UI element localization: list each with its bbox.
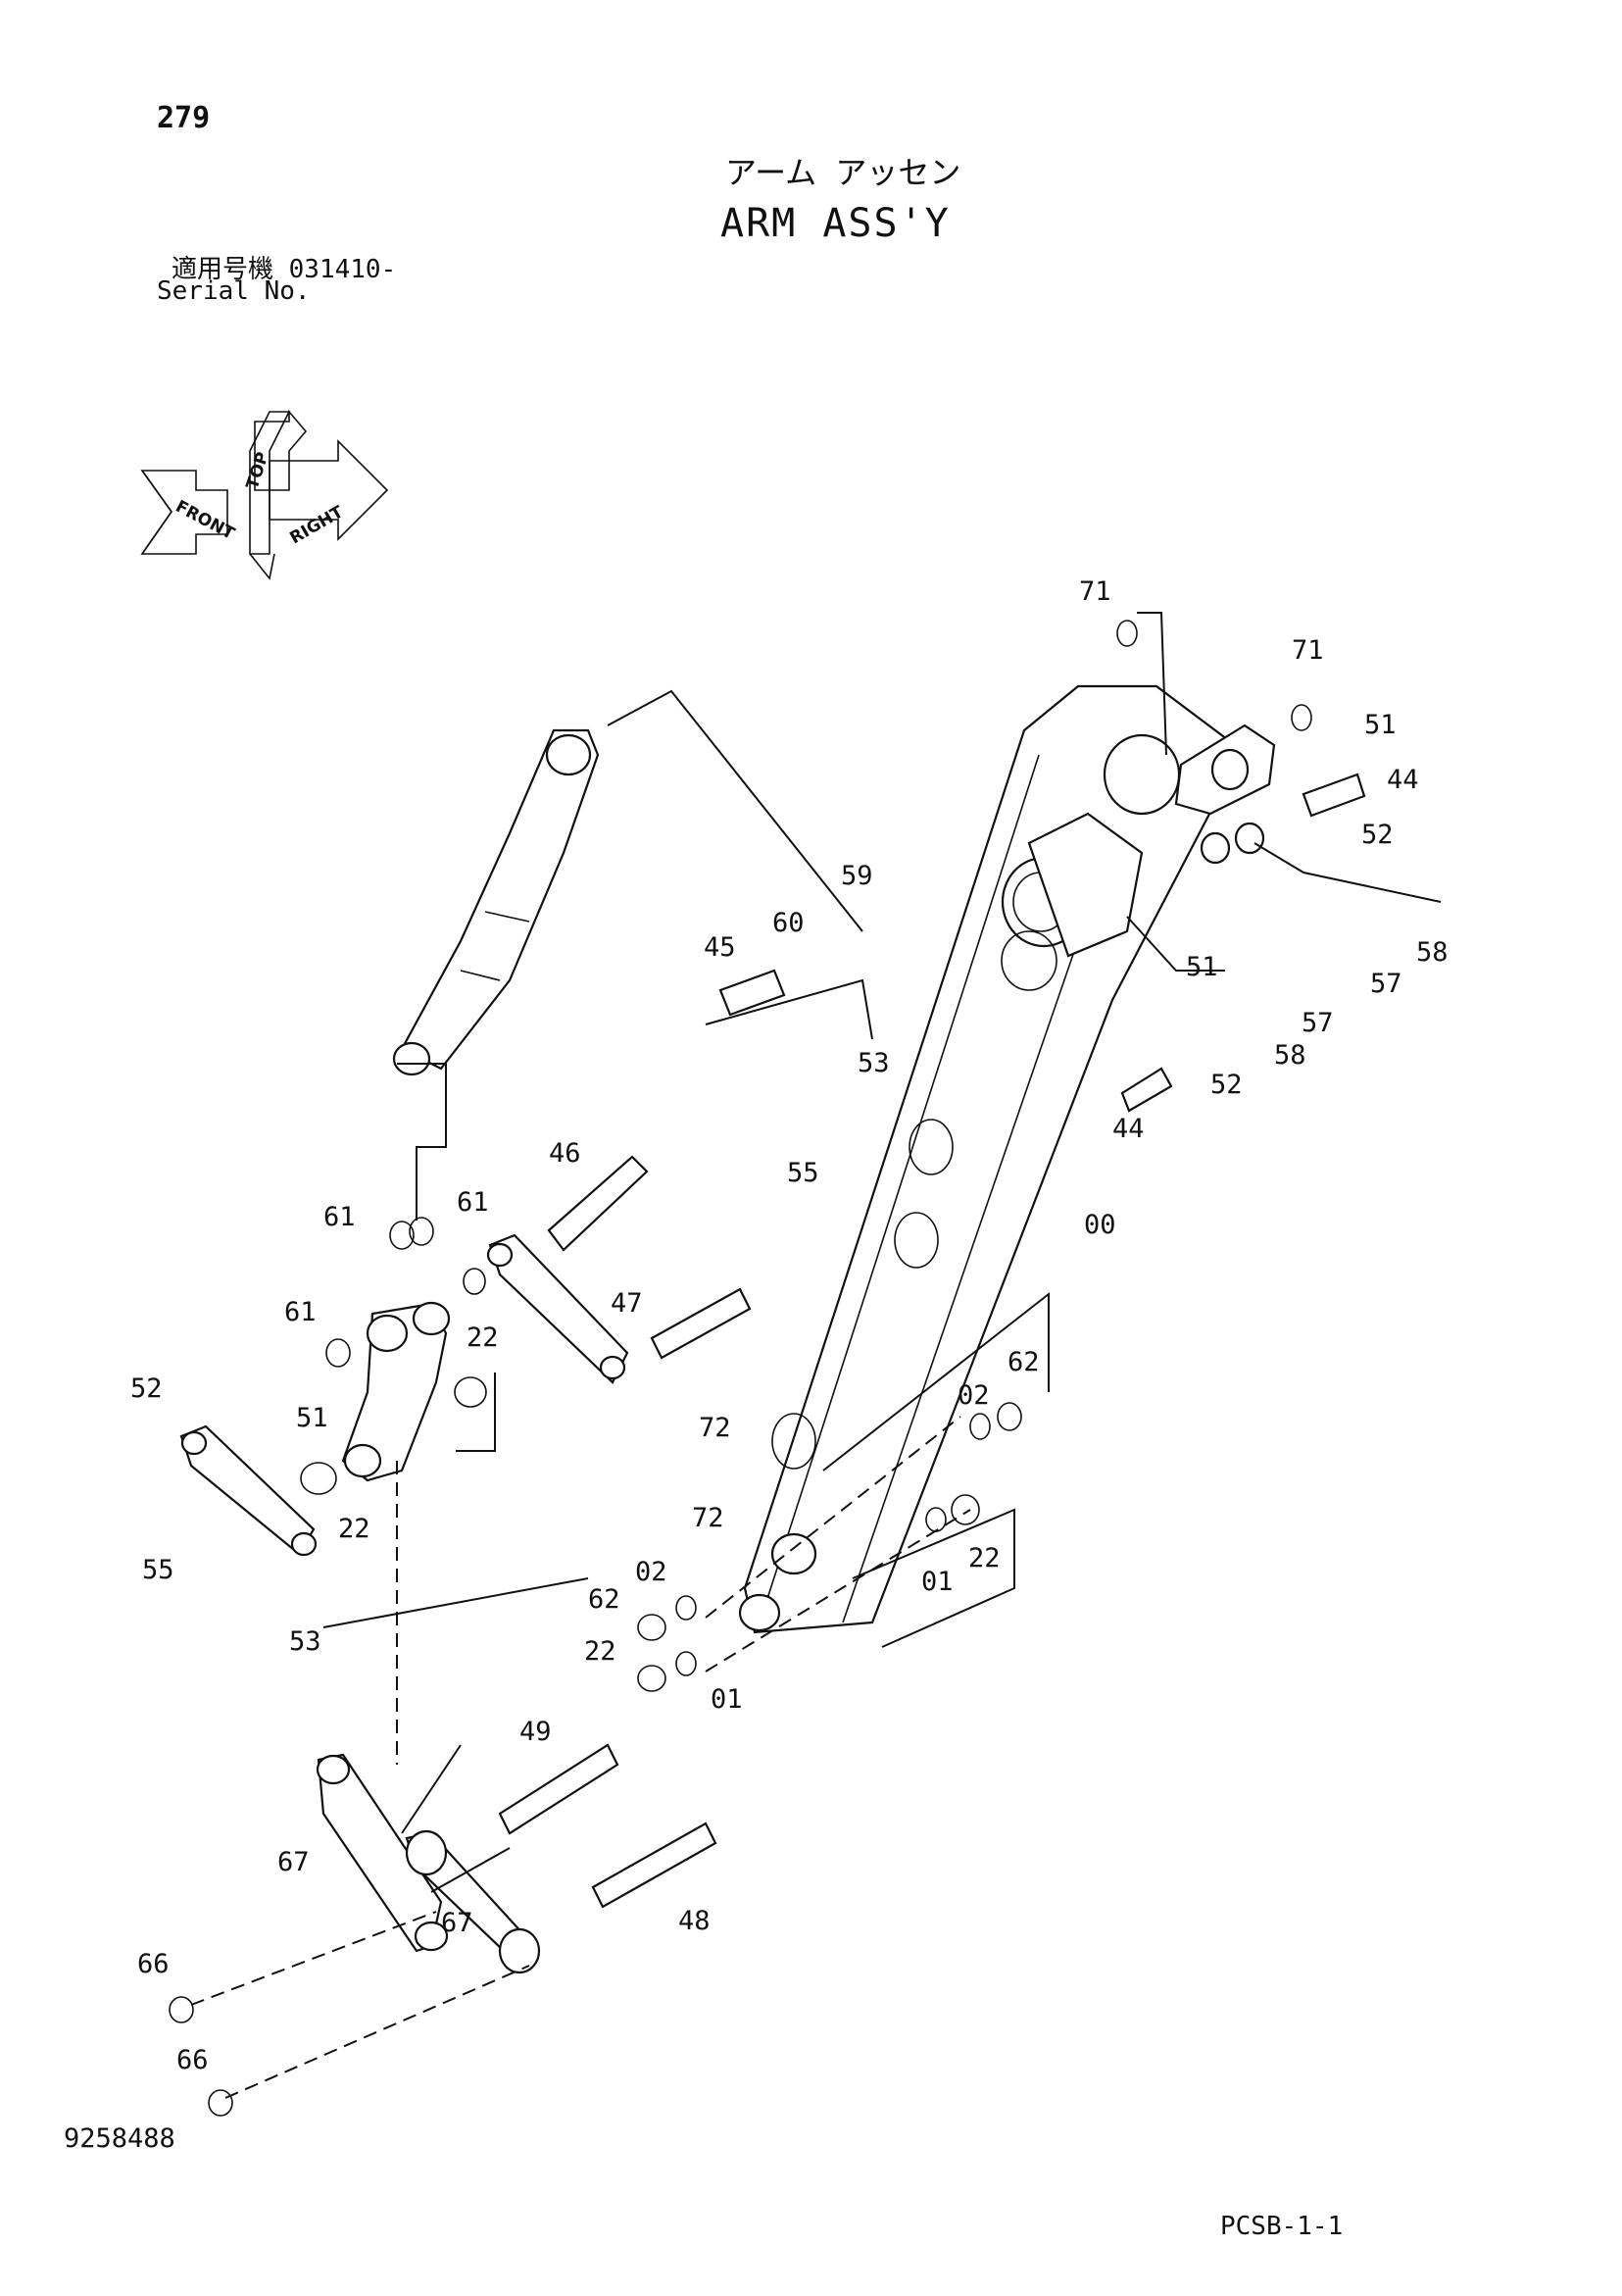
- callout-label: 58: [1274, 1040, 1306, 1071]
- callout-label: 52: [1361, 820, 1394, 850]
- callout-label: 61: [284, 1297, 317, 1327]
- callout-label: 00: [1084, 1210, 1116, 1240]
- callout-label: 55: [787, 1158, 819, 1188]
- compass-top-label: TOP: [243, 450, 273, 492]
- arm-boss: [1103, 733, 1181, 816]
- pin-44-mid: [1120, 1067, 1173, 1113]
- pin-48: [591, 1822, 717, 1909]
- pins: [498, 773, 1366, 1909]
- rings: [169, 620, 1312, 2117]
- pin-44-top: [1302, 773, 1366, 818]
- callout-label: 72: [692, 1503, 724, 1533]
- page-title: ARM ASS'Y: [720, 201, 951, 246]
- callout-label: 66: [137, 1949, 170, 1979]
- pin-45: [718, 969, 786, 1017]
- callout-label: 62: [588, 1584, 620, 1615]
- callout-label: 62: [1008, 1347, 1040, 1377]
- pin-49: [498, 1743, 619, 1835]
- hydraulic-cylinder: [392, 728, 600, 1076]
- callout-label: 61: [457, 1187, 489, 1218]
- left-linkage: [179, 1233, 629, 1557]
- callout-label: 55: [142, 1555, 174, 1585]
- document-number: 9258488: [64, 2123, 175, 2154]
- title-japanese: アーム アッセン: [725, 154, 961, 191]
- callout-label: 22: [467, 1323, 499, 1353]
- callout-label: 02: [958, 1380, 990, 1411]
- callout-label: 51: [1364, 710, 1397, 740]
- callout-label: 02: [635, 1557, 667, 1587]
- leader-lines: [190, 612, 1442, 2099]
- callout-label: 57: [1302, 1008, 1334, 1038]
- callout-label: 49: [519, 1717, 552, 1747]
- callout-label: 45: [704, 932, 736, 963]
- callout-label: 53: [289, 1626, 321, 1657]
- callout-label: 61: [323, 1202, 356, 1232]
- callout-label: 44: [1112, 1114, 1145, 1144]
- callout-label: 71: [1292, 635, 1324, 666]
- callout-label: 52: [1210, 1070, 1243, 1100]
- callout-label: 22: [584, 1636, 616, 1667]
- callout-label: 51: [296, 1403, 328, 1433]
- bottom-linkage: [316, 1753, 541, 1974]
- callout-label: 46: [549, 1138, 581, 1169]
- page-code: PCSB-1-1: [1220, 2212, 1344, 2241]
- callout-label: 53: [858, 1048, 890, 1078]
- callout-label: 51: [1186, 952, 1218, 982]
- page-number: 279: [157, 101, 211, 135]
- orientation-compass: FRONT TOP RIGHT: [140, 409, 389, 580]
- callout-label: 58: [1416, 937, 1449, 968]
- arm-body: [738, 684, 1276, 1634]
- pin-46: [547, 1155, 649, 1252]
- callout-label: 66: [176, 2045, 209, 2075]
- callout-label: 59: [841, 861, 873, 891]
- callout-labels: 71 71 51 44 52 59 60 45 53 58 57 51 57 5…: [130, 576, 1449, 2075]
- callout-label: 22: [338, 1514, 370, 1544]
- callout-label: 52: [130, 1373, 163, 1404]
- callout-label: 01: [711, 1684, 743, 1715]
- serial-label: Serial No.: [157, 276, 311, 306]
- callout-label: 67: [277, 1847, 310, 1877]
- callout-label: 01: [921, 1567, 954, 1597]
- callout-label: 60: [772, 908, 805, 938]
- pin-47: [650, 1287, 752, 1360]
- callout-label: 44: [1387, 765, 1419, 795]
- callout-label: 57: [1370, 969, 1402, 999]
- callout-label: 47: [611, 1288, 643, 1319]
- callout-label: 71: [1079, 576, 1111, 607]
- callout-label: 48: [678, 1906, 711, 1936]
- callout-label: 67: [441, 1908, 473, 1938]
- serial-label-japanese: 適用号機 031410-: [172, 255, 397, 284]
- callout-label: 22: [968, 1543, 1001, 1573]
- callout-label: 72: [699, 1413, 731, 1443]
